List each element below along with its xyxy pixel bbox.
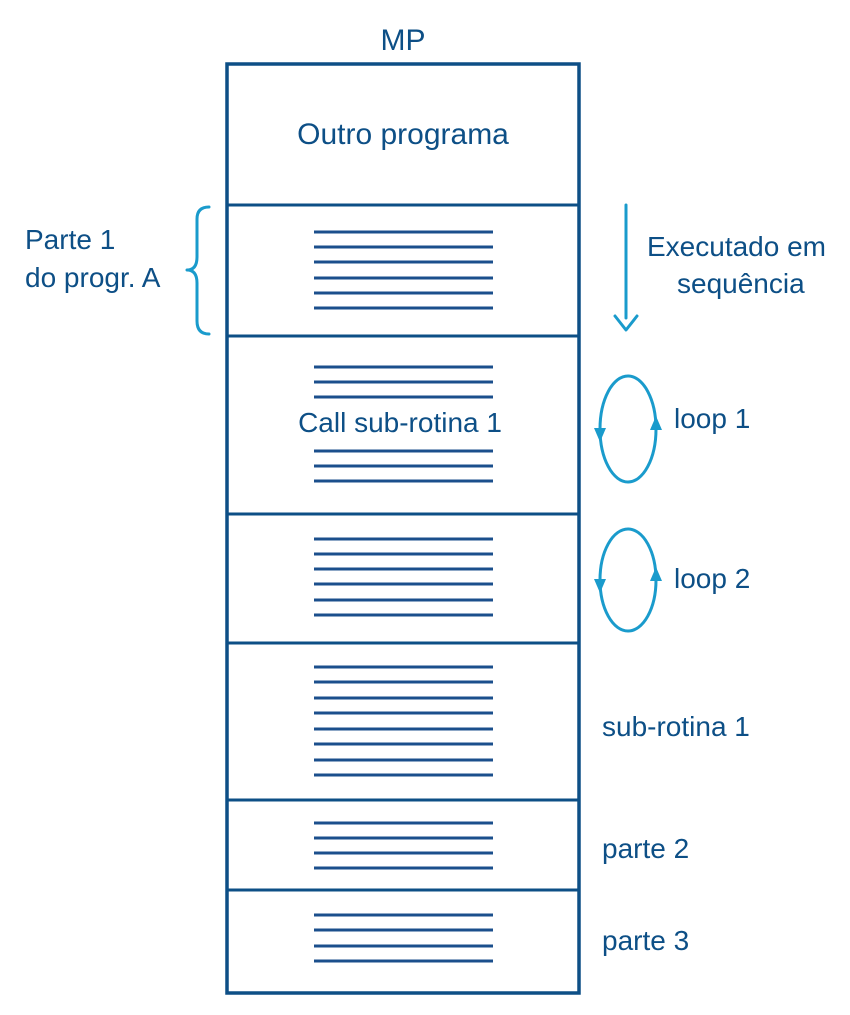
memory-column xyxy=(225,62,581,995)
parte3-label: parte 3 xyxy=(602,925,689,956)
parte2-label: parte 2 xyxy=(602,833,689,864)
loop-arrow-icon xyxy=(594,374,662,484)
memory-border xyxy=(225,62,581,995)
loop-arrow-icon xyxy=(594,527,662,633)
parte1-label-line1: Parte 1 xyxy=(25,224,115,255)
parte1-label-line2: do progr. A xyxy=(25,262,161,293)
block-subrotina-code xyxy=(314,665,493,777)
subrotina1-label: sub-rotina 1 xyxy=(602,711,750,742)
block-call-label: Call sub-rotina 1 xyxy=(298,407,502,438)
curly-brace-icon xyxy=(185,205,211,336)
executado-label-line2: sequência xyxy=(677,268,805,299)
block-parte3-code xyxy=(314,913,493,963)
executado-label-line1: Executado em xyxy=(647,231,826,262)
block-outro-programa-label: Outro programa xyxy=(297,118,509,151)
block-loop2-code xyxy=(314,537,493,617)
loop2-label: loop 2 xyxy=(674,563,750,594)
memory-title: MP xyxy=(381,24,426,57)
block-call-code xyxy=(314,365,493,483)
block-parte1-code xyxy=(314,230,493,310)
block-parte2-code xyxy=(314,821,493,870)
sequence-arrow-icon xyxy=(613,203,639,332)
loop1-label: loop 1 xyxy=(674,403,750,434)
